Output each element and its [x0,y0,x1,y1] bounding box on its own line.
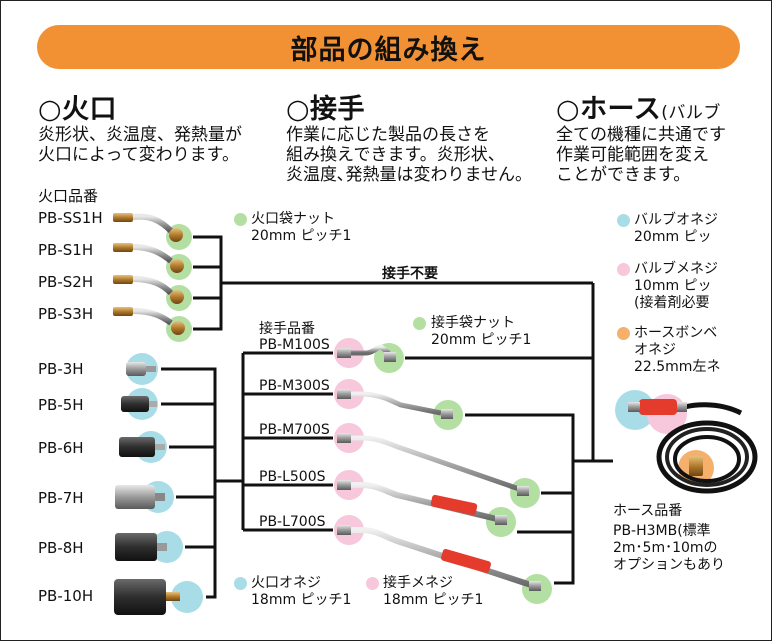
hose-info: PB-H3MB(標準 2m･5m･10mの オプションもあり [613,523,725,574]
desc-line: 組み換えできます。炎形状、 [286,145,505,165]
desc-line: 作業可能範囲を変え [556,145,709,165]
desc-line: 全ての機種に共通です [556,125,726,145]
title-banner: 部品の組み換え [37,25,740,69]
hikuchi-model: PB-8H [38,539,84,557]
hose-desc-line: 2m･5m･10mの [613,540,718,556]
desc-line: 作業に応じた製品の長さを [286,125,490,145]
tsugite-model: PB-M100S [259,337,330,353]
hikuchi-list-label: 火口品番 [38,187,99,205]
connector-lines [161,235,613,599]
pink-dot-icon [617,263,630,276]
tsugite-model: PB-M700S [259,422,330,438]
burner-nozzles [114,362,180,615]
note-joint-nut: 接手袋ナット 20mm ピッチ1 [431,315,531,349]
note-joint-screw: 接手メネジ 18mm ピッチ1 [383,575,483,609]
note-line: 22.5mm左ネ [634,359,721,375]
burner-tips-s-series [113,213,185,335]
blue-dot-icon [234,577,247,590]
note-bombe-male: ホースボンベ オネジ 22.5mm左ネ [634,325,720,376]
section-heading-hose-main: ○ホース [556,94,662,125]
section-heading-hikuchi: ○火口 [38,94,118,125]
note-line: ホースボンベ [634,325,718,341]
note-line: オネジ [634,342,676,358]
note-hikuchi-screw: 火口オネジ 18mm ピッチ1 [251,575,351,609]
hose-desc-line: (標準 [677,523,711,539]
hikuchi-model: PB-S3H [38,305,94,323]
hikuchi-model: PB-7H [38,489,84,507]
blue-dot-icon [617,214,630,227]
note-line: バルブメネジ [634,261,718,277]
note-line: 火口袋ナット [251,211,335,227]
hikuchi-model: PB-SS1H [38,209,103,227]
tsugite-model: PB-M300S [259,378,330,394]
note-hikuchi-nut: 火口袋ナット 20mm ピッチ1 [251,211,351,245]
hose-line: PB-H3MB(標準 [613,523,725,540]
section-desc-tsugite: 作業に応じた製品の長さを 組み換えできます。炎形状、 炎温度､発熱量は変わりませ… [286,125,532,185]
joint-pipes [337,344,541,591]
hikuchi-model: PB-3H [38,360,84,378]
hikuchi-model: PB-5H [38,396,84,414]
section-desc-hose: 全ての機種に共通です 作業可能範囲を変え ことができます。 [556,125,726,185]
note-line: 接手メネジ [383,575,453,591]
note-line: 20mm ピッチ1 [431,332,532,348]
note-line: 10mm ピッ [634,278,712,294]
green-dot-icon [413,317,426,330]
hose-list-label: ホース品番 [613,503,683,519]
note-line: 20mm ピッ [634,229,712,245]
section-heading-hose: ○ホース(バルブ [556,87,721,126]
desc-line: 火口によって変わります。 [38,145,239,165]
tsugite-model: PB-L700S [259,514,326,530]
hikuchi-model: PB-S1H [38,241,94,259]
note-line: (接着剤必要 [634,295,710,311]
section-heading-hose-sub: (バルブ [661,103,721,123]
green-dot-icon [234,213,247,226]
note-line: 18mm ピッチ1 [383,592,484,608]
tsugite-model: PB-L500S [259,469,326,485]
note-line: 接手袋ナット [431,315,515,331]
note-line: バルブオネジ [634,212,718,228]
no-joint-label: 接手不要 [382,266,438,282]
note-line: 18mm ピッチ1 [251,592,352,608]
desc-line: 炎温度､発熱量は変わりません。 [286,165,532,185]
hose-model: PB-H3MB [613,523,678,539]
hikuchi-model: PB-S2H [38,273,94,291]
desc-line: ことができます。 [556,165,691,185]
orange-dot-icon [617,327,630,340]
hikuchi-model: PB-6H [38,439,84,457]
section-desc-hikuchi: 炎形状、炎温度、発熱量が 火口によって変わります。 [38,125,242,165]
hikuchi-model: PB-10H [38,587,94,605]
note-valve-male: バルブオネジ 20mm ピッ [634,212,718,246]
tsugite-list-label: 接手品番 [259,321,315,337]
note-line: 火口オネジ [251,575,321,591]
hose-desc-line: オプションもあり [613,557,725,573]
note-line: 20mm ピッチ1 [251,228,352,244]
pink-dot-icon [366,577,379,590]
desc-line: 炎形状、炎温度、発熱量が [38,125,242,145]
note-valve-female: バルブメネジ 10mm ピッ (接着剤必要 [634,261,718,312]
hose-assembly [628,399,758,494]
page-title: 部品の組み換え [290,34,487,66]
section-heading-tsugite: ○接手 [286,94,366,125]
